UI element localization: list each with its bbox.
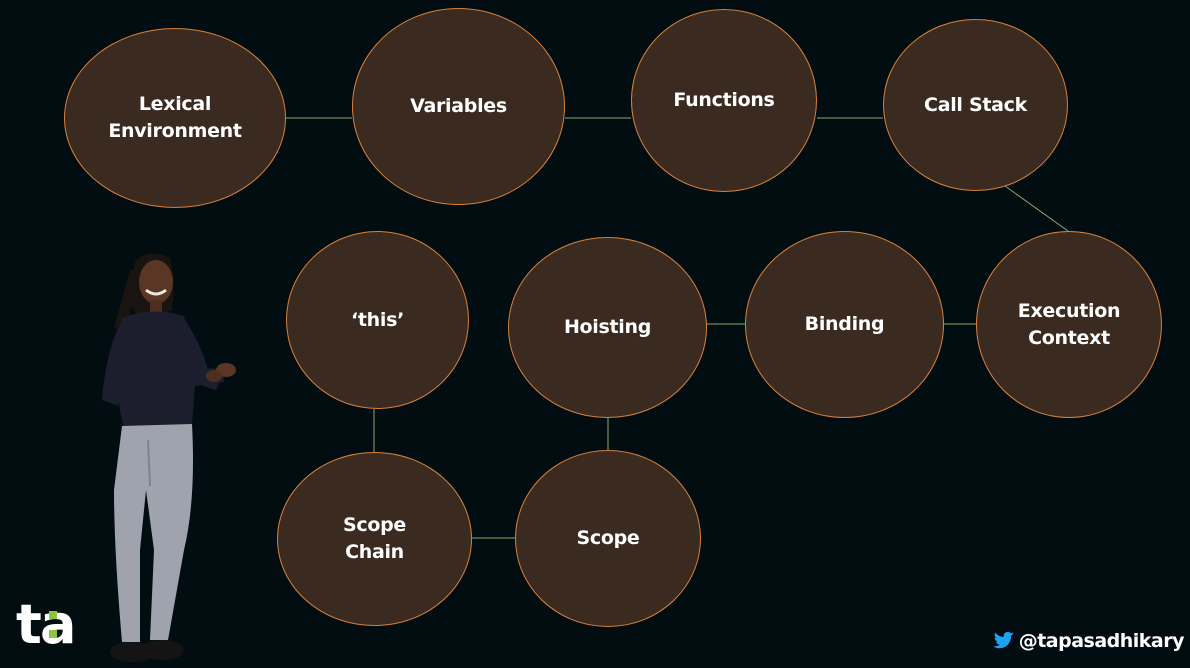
- node-label: Variables: [410, 95, 507, 117]
- node-lexical-environment: Lexical Environment: [64, 28, 286, 208]
- node-label: ‘this’: [350, 308, 405, 331]
- handle-text: @tapasadhikary: [1018, 630, 1185, 652]
- node-label: Scope: [576, 527, 640, 549]
- node-scope-chain: Scope Chain: [277, 452, 472, 626]
- node-call-stack: Call Stack: [883, 19, 1068, 191]
- logo-dots: [49, 604, 72, 642]
- node-variables: Variables: [352, 8, 565, 205]
- node-label: Hoisting: [563, 316, 652, 338]
- node-label: Lexical Environment: [108, 93, 242, 142]
- twitter-handle: @tapasadhikary: [992, 630, 1185, 652]
- node-functions: Functions: [631, 9, 817, 192]
- twitter-bird-icon: [992, 631, 1014, 649]
- logo-letter-t: t: [16, 593, 42, 656]
- ta-logo: t a: [16, 593, 76, 660]
- logo-letter-a: a: [40, 593, 77, 656]
- node-label: Scope Chain: [343, 514, 406, 563]
- node-hoisting: Hoisting: [508, 237, 707, 418]
- node-binding: Binding: [745, 231, 944, 418]
- node-scope: Scope: [515, 450, 701, 627]
- edge-callstack-execution: [1004, 185, 1069, 232]
- node-this: ‘this’: [286, 231, 469, 409]
- node-label: Functions: [673, 89, 775, 111]
- node-execution-context: Execution Context: [976, 231, 1162, 418]
- node-label: Execution Context: [1017, 299, 1121, 349]
- node-label: Binding: [804, 313, 885, 335]
- node-label: Call Stack: [924, 93, 1027, 116]
- presenter-figure: [102, 253, 236, 662]
